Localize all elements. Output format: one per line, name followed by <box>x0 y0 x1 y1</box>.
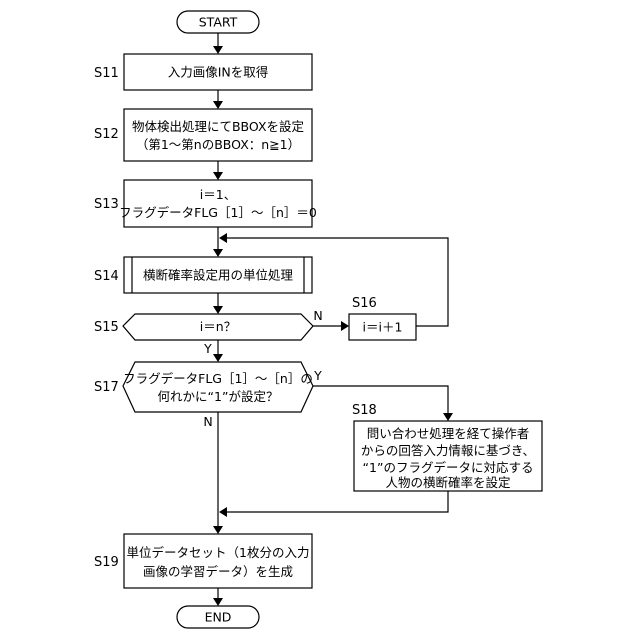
s14-text: 横断確率設定用の単位処理 <box>143 268 294 283</box>
arrowhead-s12 <box>213 101 223 109</box>
s11-text: 入力画像INを取得 <box>168 65 269 80</box>
step-label-s16: S16 <box>352 296 377 311</box>
branch-label-s15-no: N <box>313 308 322 323</box>
s18-text-line3: “1”のフラグデータに対応する <box>363 460 534 475</box>
arrowhead-s14 <box>213 249 223 257</box>
branch-label-s17-yes: Y <box>313 368 322 383</box>
start-terminal: START <box>177 11 259 33</box>
predefined-process-s14: 横断確率設定用の単位処理 <box>124 257 312 293</box>
arrowhead-s16 <box>341 321 349 331</box>
s17-text-line1: フラグデータFLG［1］～［n］の <box>123 371 313 386</box>
arrowhead-s19 <box>213 526 223 534</box>
arrowhead-end <box>213 598 223 606</box>
s17-text-line2: 何れかに“1”が設定？ <box>158 389 279 404</box>
edge-s17-yes <box>313 386 448 419</box>
branch-label-s15-yes: Y <box>203 341 212 356</box>
step-label-s14: S14 <box>94 269 119 284</box>
step-label-s11: S11 <box>94 66 119 81</box>
s12-text-line2: （第1～第nのBBOX：n≧1） <box>136 137 300 152</box>
decision-s15: i＝n？ <box>123 314 313 340</box>
arrowhead-merge <box>219 507 227 517</box>
edge-s18-merge <box>225 491 448 512</box>
step-label-s18: S18 <box>352 403 377 418</box>
end-label: END <box>205 610 232 625</box>
arrowhead-s18 <box>443 413 453 421</box>
s12-text-line1: 物体検出処理にてBBOXを設定 <box>132 119 304 134</box>
process-s19: 単位データセット（1枚分の入力 画像の学習データ）を生成 <box>124 534 312 588</box>
process-s11: 入力画像INを取得 <box>124 54 312 90</box>
arrowhead-s13 <box>213 172 223 180</box>
process-s12: 物体検出処理にてBBOXを設定 （第1～第nのBBOX：n≧1） <box>124 109 312 161</box>
s13-text-line2: フラグデータFLG［1］～［n］＝0 <box>119 205 317 220</box>
step-label-s12: S12 <box>94 127 119 142</box>
arrowhead-s17 <box>213 354 223 362</box>
branch-label-s17-no: N <box>203 414 212 429</box>
arrowhead-s11 <box>213 46 223 54</box>
step-label-s19: S19 <box>94 555 119 570</box>
process-s16: i＝i＋1 <box>349 314 416 340</box>
arrowhead-s15 <box>213 306 223 314</box>
step-label-s15: S15 <box>94 320 119 335</box>
s18-text-line2: からの回答入力情報に基づき、 <box>361 443 535 458</box>
s18-text-line4: 人物の横断確率を設定 <box>385 475 510 490</box>
s13-text-line1: i＝1、 <box>200 187 236 202</box>
s16-text: i＝i＋1 <box>363 320 403 335</box>
s19-text-line1: 単位データセット（1枚分の入力 <box>127 545 310 560</box>
s15-text: i＝n？ <box>200 319 236 334</box>
step-label-s13: S13 <box>94 197 119 212</box>
start-label: START <box>199 15 238 30</box>
arrowhead-loop <box>219 233 227 243</box>
process-s18: 問い合わせ処理を経て操作者 からの回答入力情報に基づき、 “1”のフラグデータに… <box>354 421 542 491</box>
decision-s17: フラグデータFLG［1］～［n］の 何れかに“1”が設定？ <box>123 362 313 412</box>
step-label-s17: S17 <box>94 380 119 395</box>
s19-text-line2: 画像の学習データ）を生成 <box>143 564 293 579</box>
s18-text-line1: 問い合わせ処理を経て操作者 <box>367 426 530 441</box>
process-s13: i＝1、 フラグデータFLG［1］～［n］＝0 <box>119 180 317 227</box>
end-terminal: END <box>177 606 259 628</box>
